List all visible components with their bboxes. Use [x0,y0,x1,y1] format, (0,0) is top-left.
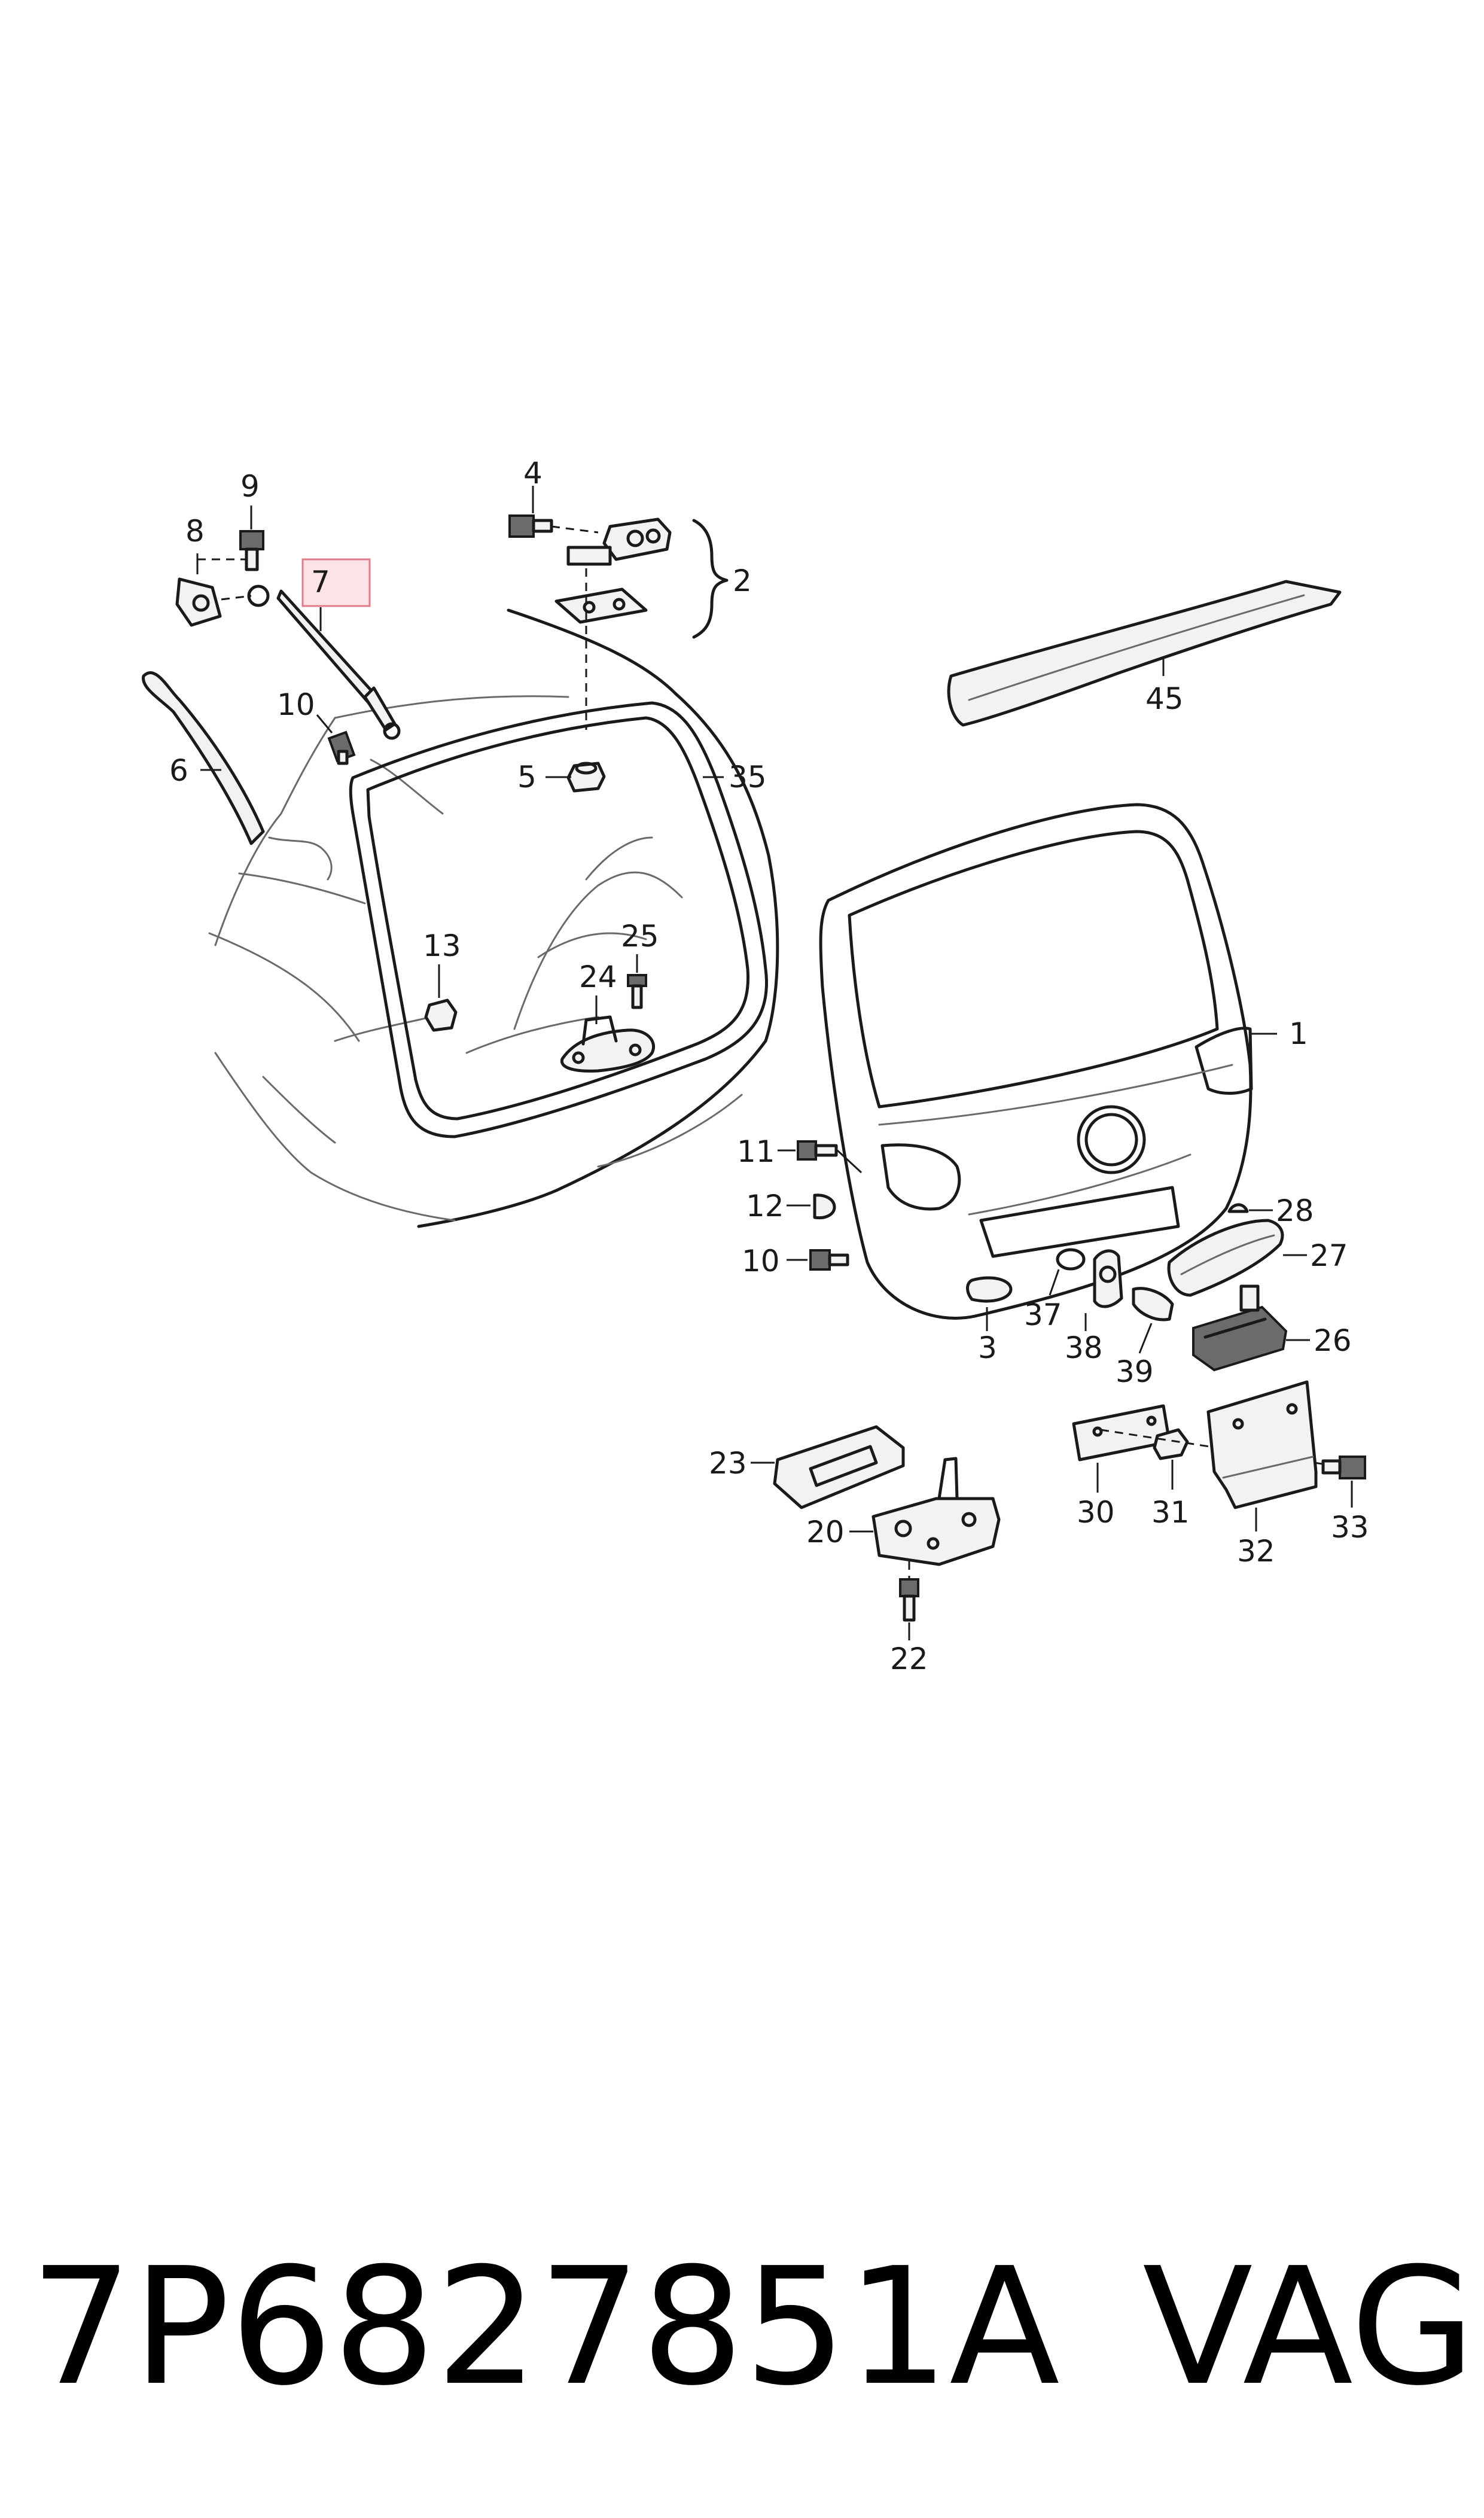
clip-31 [1153,1428,1189,1460]
spoiler-45 [947,580,1342,727]
caption: 7P6827851A VAG [30,2233,1476,2421]
callout-31: 31 [1151,1495,1190,1530]
callout-26: 26 [1314,1323,1352,1358]
clip-28 [1227,1203,1249,1213]
seal-37 [1056,1248,1086,1271]
gas-strut-7 [221,584,401,740]
callout-30: 30 [1077,1495,1115,1530]
trunk-interior [465,836,683,1054]
callout-27: 27 [1310,1238,1348,1273]
callout-4: 4 [523,456,543,491]
door-seal-35 [349,701,768,1138]
callout-12: 12 [746,1189,784,1223]
striker-24 [560,1015,655,1073]
cover-23 [773,1425,905,1509]
callout-25: 25 [621,919,659,954]
callout-23: 23 [709,1446,747,1481]
callout-20: 20 [806,1515,845,1549]
callout-6: 6 [169,753,188,788]
callout-13: 13 [423,928,461,963]
bolt-10-bottom [809,1249,849,1271]
lock-20 [871,1457,1001,1566]
hinge-2 [554,517,672,624]
leader-39 [1138,1323,1153,1354]
holder-38 [1093,1249,1123,1308]
callout-39: 39 [1116,1354,1154,1389]
callout-7: 7 [311,565,330,599]
part-number-text: 7P6827851A [30,2233,1060,2421]
bolt-9 [239,530,264,571]
buffer-13 [424,998,458,1032]
exploded-parts-diagram: 1 2 3 4 5 6 7 8 9 10 10 11 12 13 20 22 2… [142,456,1369,1676]
mounting-bracket-8 [175,577,222,627]
bolt-10-top [327,730,356,765]
grommet-3 [966,1276,1013,1303]
callout-33: 33 [1331,1510,1369,1545]
callout-8: 8 [185,514,205,549]
callout-11: 11 [737,1134,775,1169]
bracket-32 [1206,1380,1318,1509]
callout-45: 45 [1145,681,1184,716]
bolt-11 [797,1140,838,1161]
leader-10-top [316,714,333,733]
tailgate-1 [819,803,1253,1320]
callout-1: 1 [1289,1016,1308,1051]
leader-37 [1049,1269,1060,1296]
cover-27 [1167,1219,1284,1297]
callout-24: 24 [579,960,617,994]
bracket-2 [692,519,729,639]
callout-38: 38 [1065,1330,1103,1365]
bolt-33 [1321,1456,1366,1479]
callout-10-bottom: 10 [742,1244,780,1278]
bolt-25 [627,974,647,1009]
nut-5 [566,762,606,793]
clip-12 [813,1193,836,1220]
highlight-box-7 [301,558,371,607]
callout-28: 28 [1276,1193,1314,1228]
callout-3: 3 [978,1330,997,1365]
callout-10-top: 10 [277,687,315,722]
clip-39 [1132,1287,1174,1322]
callout-5: 5 [517,760,537,794]
callout-37: 37 [1024,1298,1062,1332]
callout-32: 32 [1237,1534,1275,1569]
bolt-4 [508,514,599,538]
callout-35: 35 [729,760,767,794]
brand-text: VAG [1142,2233,1476,2421]
car-body-outline [208,608,779,1228]
switch-26 [1192,1284,1288,1372]
callout-22: 22 [890,1642,928,1676]
bolt-22 [899,1578,919,1622]
door-seal-35-inner [366,716,750,1121]
trim-strip-6 [142,671,333,881]
callout-9: 9 [240,469,260,504]
callout-2: 2 [733,564,752,598]
